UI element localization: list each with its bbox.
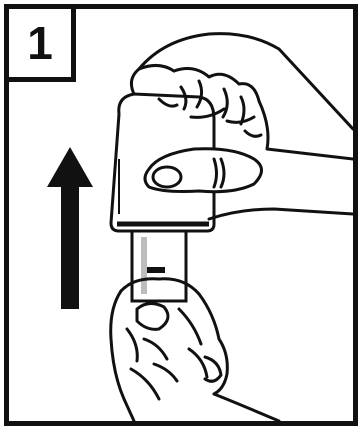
device-tube — [132, 231, 186, 301]
step-number-box: 1 — [9, 9, 76, 82]
step-number: 1 — [27, 20, 53, 66]
instruction-figure: 1 — [4, 4, 358, 426]
up-arrow-icon — [47, 147, 93, 309]
